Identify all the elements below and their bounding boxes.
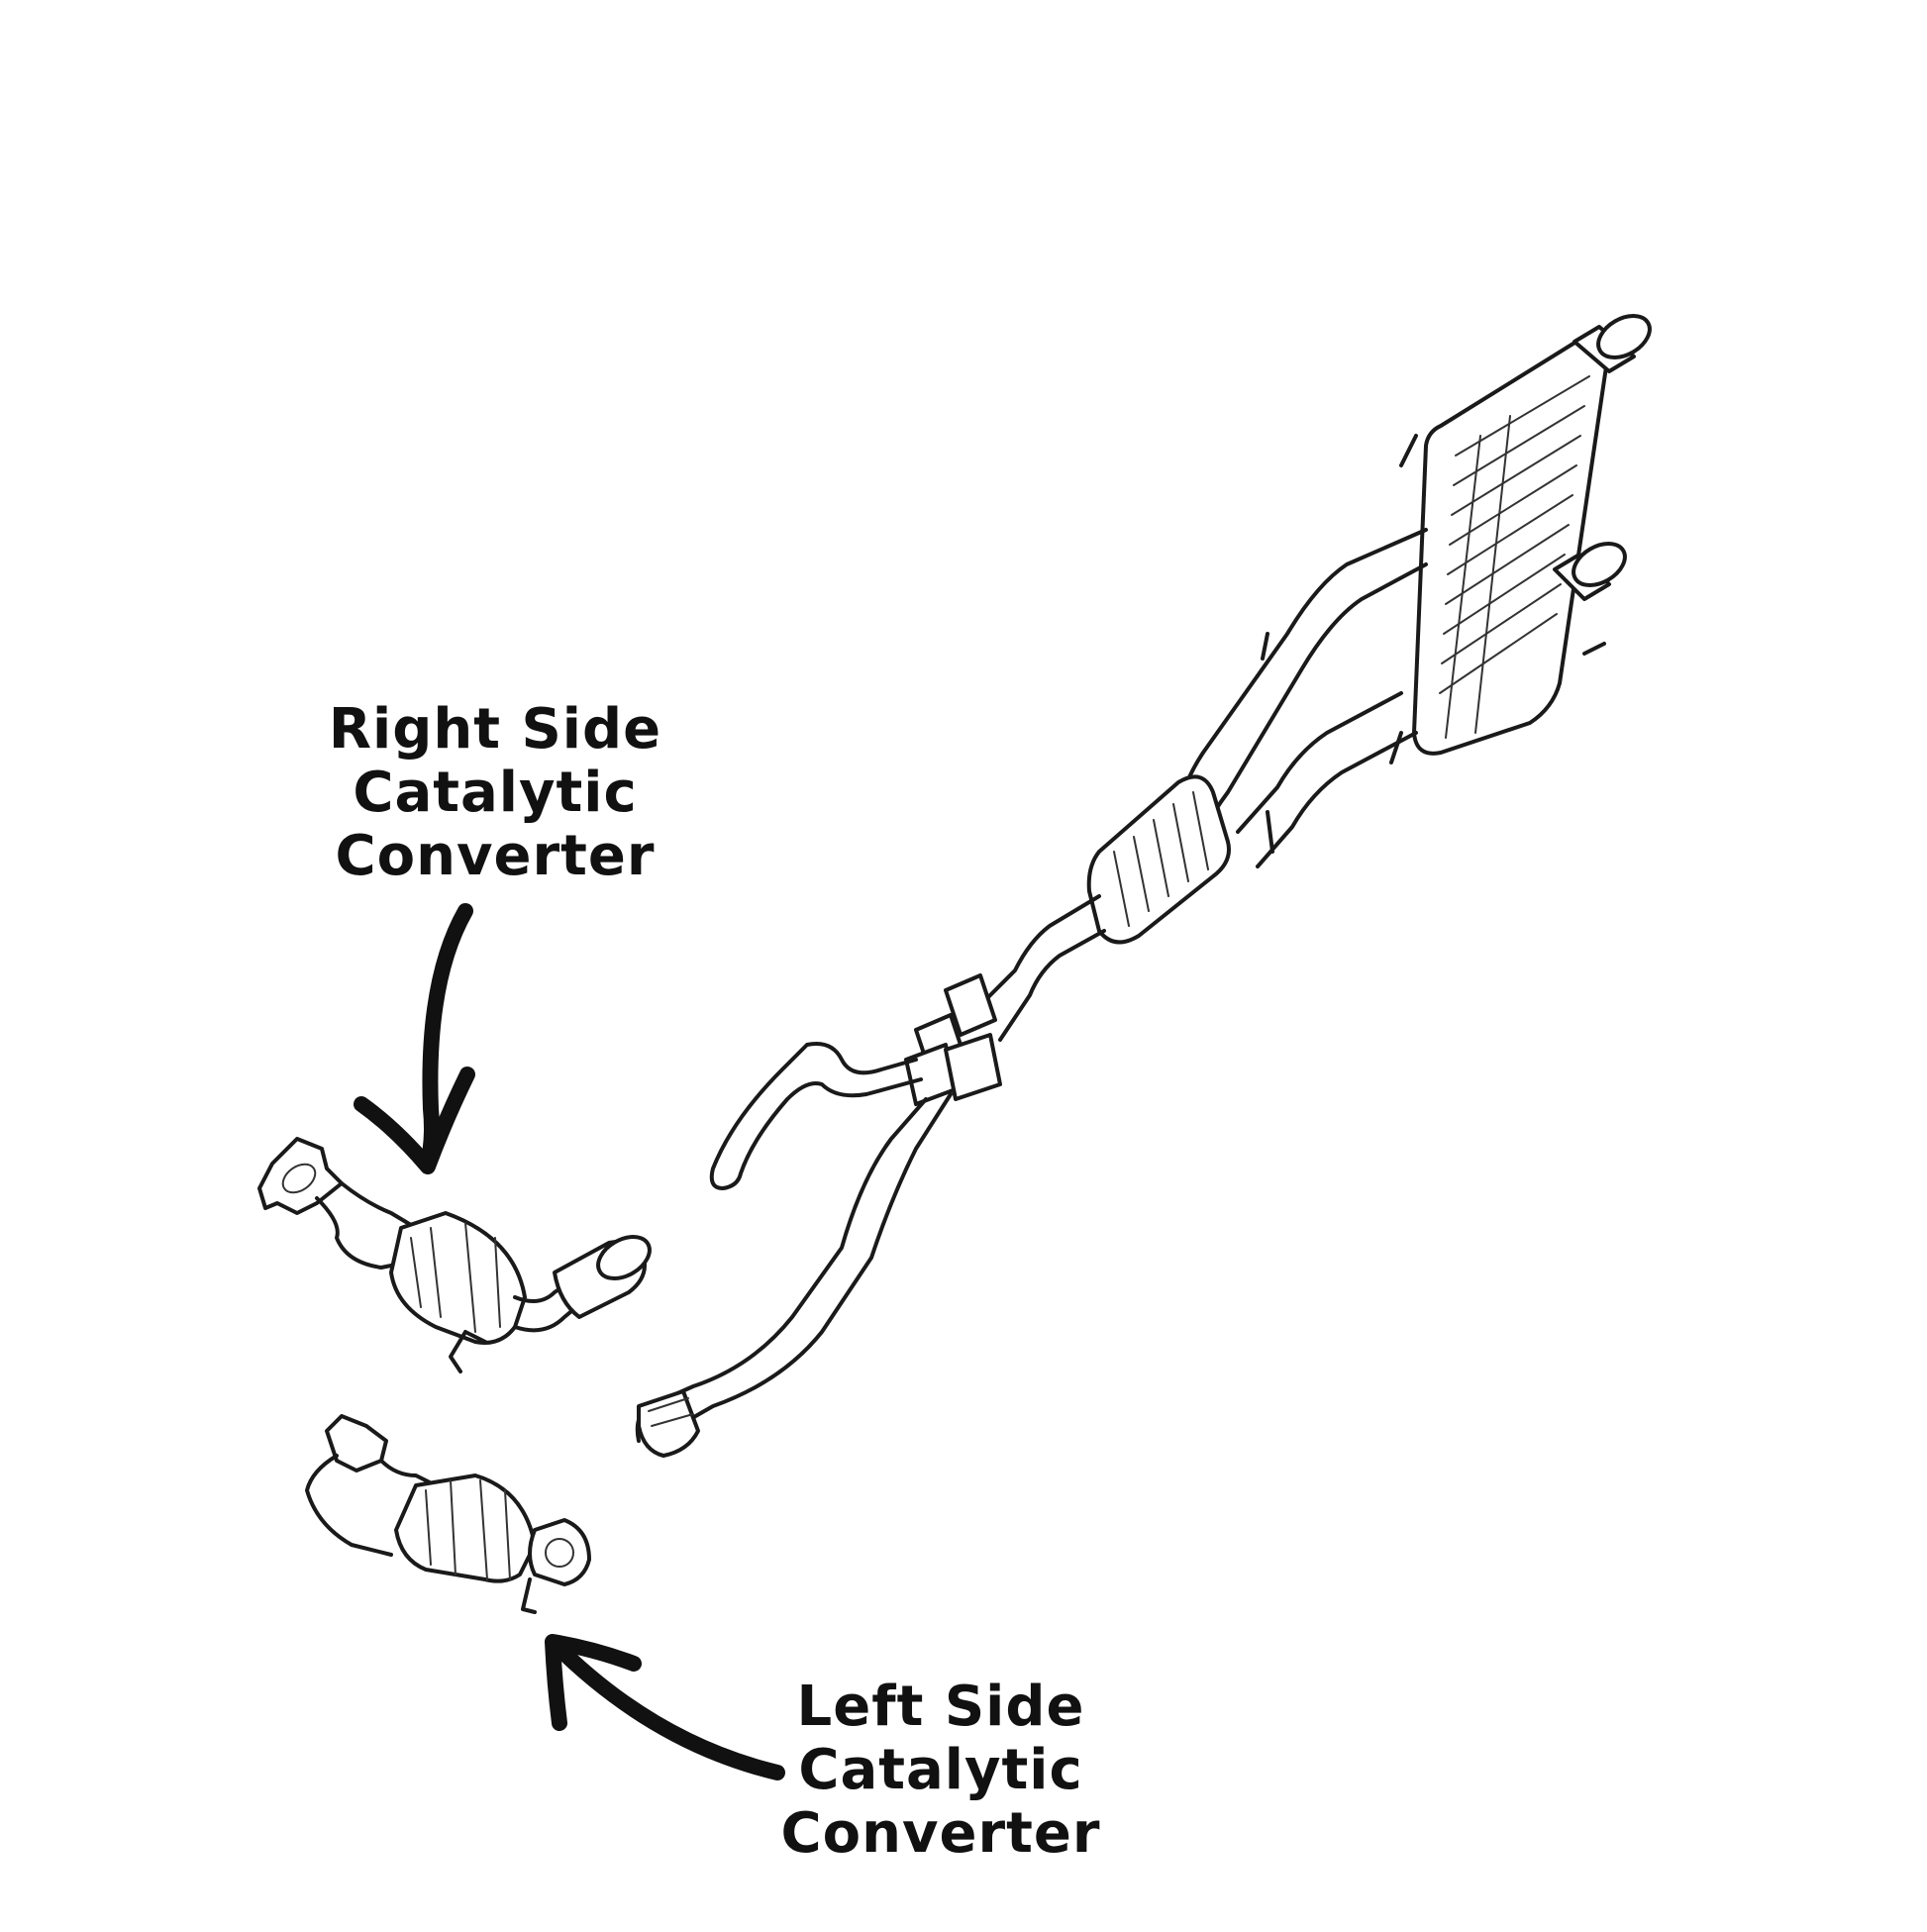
right-catalytic-converter-drawing (257, 1137, 652, 1373)
left-catalytic-converter-drawing (305, 1414, 591, 1614)
arrow-head-right-converter (354, 1067, 475, 1174)
arrow-head-left-converter (545, 1634, 642, 1731)
rear-muffler (1389, 314, 1652, 764)
left-converter-label-line1: Left Side (796, 1675, 1085, 1739)
front-y-pipe (635, 894, 1106, 1458)
right-converter-label-line2: Catalytic (353, 761, 638, 825)
left-converter-label: Left Side Catalytic Converter (753, 1676, 1129, 1866)
left-converter-label-line3: Converter (780, 1801, 1101, 1866)
center-resonator (1086, 774, 1231, 945)
right-converter-label-line3: Converter (335, 824, 656, 888)
left-converter-label-line2: Catalytic (798, 1738, 1083, 1802)
arrow-to-left-converter (547, 1636, 785, 1780)
right-converter-label: Right Side Catalytic Converter (297, 698, 693, 888)
right-converter-label-line1: Right Side (328, 697, 662, 762)
